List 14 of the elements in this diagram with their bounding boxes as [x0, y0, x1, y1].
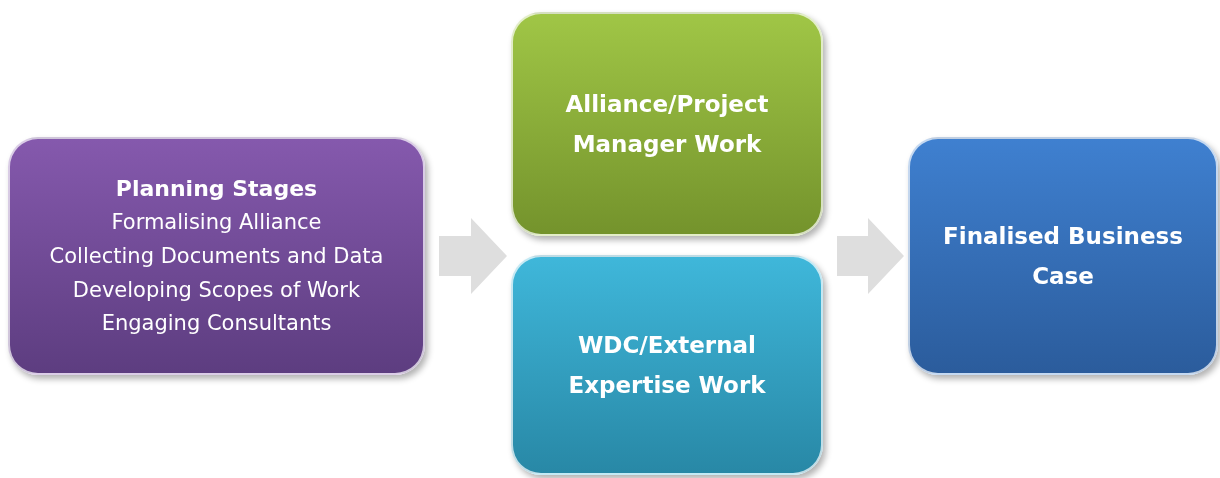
- list-item: Formalising Alliance: [111, 209, 322, 237]
- block-arrow: [837, 218, 904, 294]
- list-item: Developing Scopes of Work: [72, 276, 361, 304]
- box-heading: WDC/External Expertise Work: [567, 330, 767, 400]
- box-heading: Alliance/Project Manager Work: [564, 89, 770, 159]
- list-item: Engaging Consultants: [101, 310, 332, 338]
- rounded-box: [8, 137, 425, 375]
- box-heading: Finalised Business Case: [942, 221, 1184, 291]
- rounded-box: [908, 137, 1218, 375]
- rounded-box: [511, 12, 823, 236]
- block-arrow: [439, 218, 507, 294]
- box-heading: Planning Stages: [115, 175, 318, 204]
- rounded-box: [511, 255, 823, 475]
- list-item: Collecting Documents and Data: [49, 243, 384, 270]
